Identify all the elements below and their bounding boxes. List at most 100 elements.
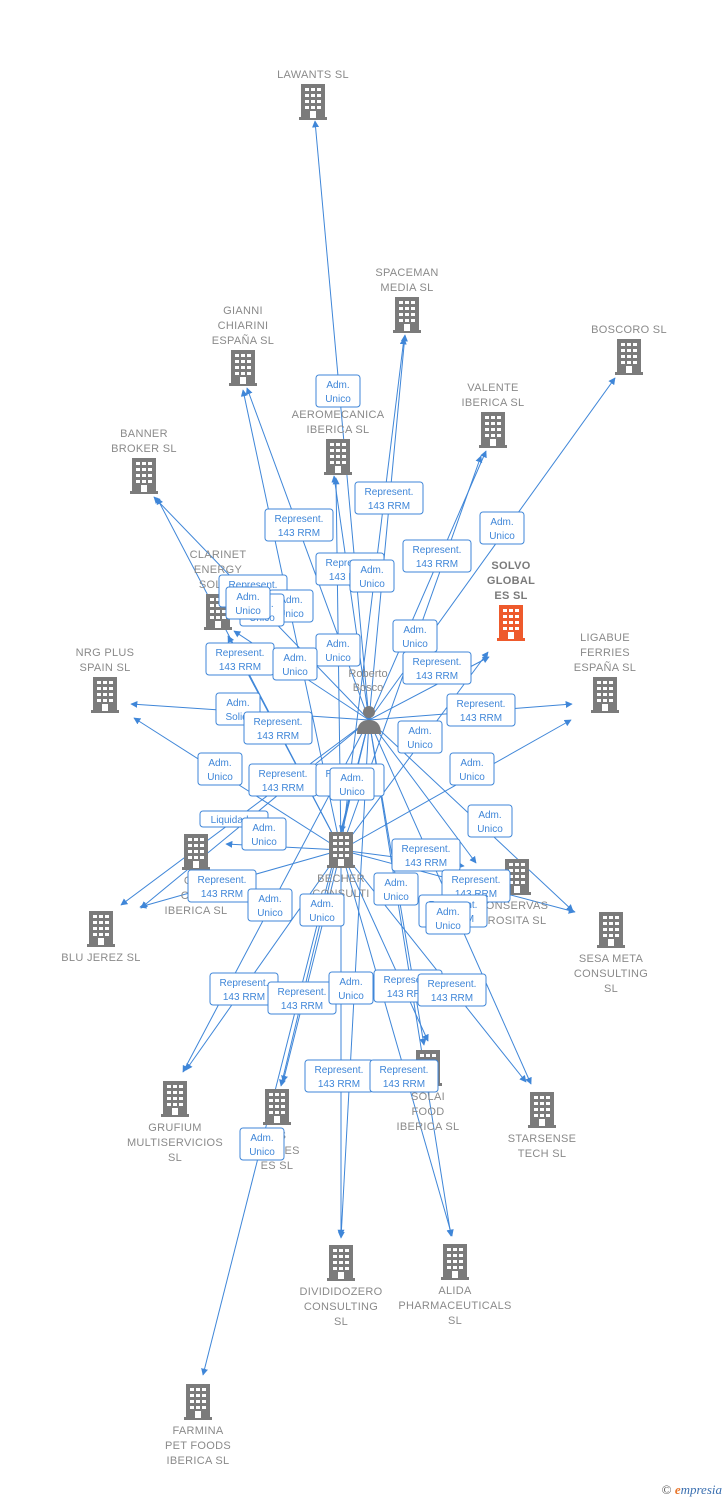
company-node-blujerez[interactable]: BLU JEREZ SL bbox=[61, 911, 140, 964]
edge-label-l40[interactable]: Adm.Unico bbox=[349, 559, 395, 593]
edge-label-l23[interactable]: Adm.Unico bbox=[467, 804, 513, 838]
edge-label-l2[interactable]: Represent.143 RRM bbox=[354, 481, 424, 515]
edge-label-l4[interactable]: Adm.Unico bbox=[479, 511, 525, 545]
edge-label-l24[interactable]: Adm.Unico bbox=[241, 817, 287, 851]
edge-label-box bbox=[369, 1059, 439, 1093]
edge-label-l31[interactable]: Adm.Unico bbox=[299, 893, 345, 927]
edge-label-l11[interactable]: Represent.143 RRM bbox=[205, 642, 275, 676]
edge-label-l29[interactable]: Adm.Unico bbox=[247, 888, 293, 922]
edge-label-text: Represent. bbox=[275, 514, 324, 525]
company-label-line: BOSCORO SL bbox=[591, 324, 667, 336]
person-icon bbox=[357, 706, 381, 734]
edge-label-box bbox=[397, 720, 443, 754]
edge-label-l19[interactable]: Represent.143 RRM bbox=[248, 763, 318, 797]
edge-label-text: Unico bbox=[459, 772, 485, 783]
edge-label-l20[interactable]: Adm.Unico bbox=[449, 752, 495, 786]
edge-label-text: Adm. bbox=[252, 823, 275, 834]
company-node-lawants[interactable]: LAWANTS SL bbox=[277, 69, 349, 120]
edge-label-l37[interactable]: Represent.143 RRM bbox=[304, 1059, 374, 1093]
edge-label-l12[interactable]: Adm.Unico bbox=[272, 647, 318, 681]
edge-label-box bbox=[373, 872, 419, 906]
edge-label-box bbox=[402, 539, 472, 573]
edge-label-l38[interactable]: Represent.143 RRM bbox=[369, 1059, 439, 1093]
company-label-line: DIVIDIDOZERO bbox=[299, 1286, 382, 1298]
company-label-line: FERRIES bbox=[580, 647, 630, 659]
brand-initial: e bbox=[674, 1482, 681, 1497]
company-label-line: CLARINET bbox=[190, 549, 247, 561]
edge-label-text: 143 RRM bbox=[219, 662, 261, 673]
company-label-line: IBERICA SL bbox=[462, 397, 525, 409]
edge-label-box bbox=[449, 752, 495, 786]
edge-label-l3[interactable]: Represent. 143 RRM bbox=[264, 508, 334, 542]
edge-label-l9[interactable]: Adm.Unico bbox=[392, 619, 438, 653]
edge-label-text: 143 RRM bbox=[405, 858, 447, 869]
edge-label-text: 143 RRM bbox=[387, 989, 429, 1000]
company-label-line: IBERICA SL bbox=[165, 905, 228, 917]
person-name-line: Roberto bbox=[348, 668, 387, 680]
edge-label-l10[interactable]: Adm.Unico bbox=[315, 633, 361, 667]
edge-label-l5[interactable]: Represent.143 RRM bbox=[402, 539, 472, 573]
edge-label-l17[interactable]: Adm. Unico bbox=[397, 720, 443, 754]
company-node-boscoro[interactable]: BOSCORO SL bbox=[591, 324, 667, 375]
edge-label-l44[interactable]: Adm.Unico bbox=[225, 586, 271, 620]
edge-label-l36[interactable]: Represent.143 RRM bbox=[417, 973, 487, 1007]
edge-label-l39[interactable]: Adm.Unico bbox=[239, 1127, 285, 1161]
edge-roberto-to-lawants bbox=[312, 120, 370, 721]
edge-label-l18[interactable]: Adm.Unico bbox=[197, 752, 243, 786]
edge-label-text: Unico bbox=[383, 892, 409, 903]
company-label-line: IBERICA SL bbox=[307, 424, 370, 436]
company-label-line: NRG PLUS bbox=[76, 647, 135, 659]
edge-label-text: Adm. bbox=[258, 894, 281, 905]
edge-label-l15[interactable]: Represent.143 RRM bbox=[446, 693, 516, 727]
edge-label-l33[interactable]: Represent.143 RRM bbox=[267, 981, 337, 1015]
edge-label-text: Adm. bbox=[408, 726, 431, 737]
edge-label-box bbox=[241, 817, 287, 851]
edge-label-l32[interactable]: Represent.143 RRM bbox=[209, 972, 279, 1006]
company-label-line: SL bbox=[604, 983, 618, 995]
edge-label-text: Unico bbox=[207, 772, 233, 783]
company-label-line: SL bbox=[334, 1316, 348, 1328]
edge-label-text: 143 RRM bbox=[278, 528, 320, 539]
company-label-line: LIGABUE bbox=[580, 632, 630, 644]
edge-label-l41[interactable]: Adm.Unico bbox=[329, 767, 375, 801]
edge-label-text: Represent. bbox=[229, 580, 278, 591]
edge-label-l26[interactable]: Represent.143 RRM bbox=[187, 869, 257, 903]
edge-label-text: Represent. bbox=[457, 699, 506, 710]
edge-label-l34[interactable]: Adm.Unico bbox=[328, 971, 374, 1005]
edge-label-l16[interactable]: Represent.143 RRM bbox=[243, 711, 313, 745]
building-icon bbox=[263, 1089, 291, 1125]
edge-label-l13[interactable]: Represent.143 RRM bbox=[402, 651, 472, 685]
edge-label-l25[interactable]: Represent.143 RRM bbox=[391, 838, 461, 872]
edge-label-l1[interactable]: Adm.Unico bbox=[315, 374, 361, 408]
building-icon bbox=[591, 677, 619, 713]
company-label-line: SL bbox=[168, 1152, 182, 1164]
edge-label-text: Unico bbox=[407, 740, 433, 751]
company-label-line: BLU JEREZ SL bbox=[61, 952, 140, 964]
edge-label-text: Unico bbox=[249, 1147, 275, 1158]
company-label-line: ES SL bbox=[494, 590, 527, 602]
edge-labels-layer: Adm. Unico Represent. 143 RRM Represent. 143 … bbox=[187, 374, 525, 1161]
company-label-line: SPACEMAN bbox=[375, 267, 438, 279]
edge-label-l28[interactable]: Adm.Unico bbox=[373, 872, 419, 906]
edge-label-l43[interactable]: Adm.Unico bbox=[425, 901, 471, 935]
edge-label-text: 143 RRM bbox=[262, 783, 304, 794]
building-icon bbox=[497, 605, 525, 641]
